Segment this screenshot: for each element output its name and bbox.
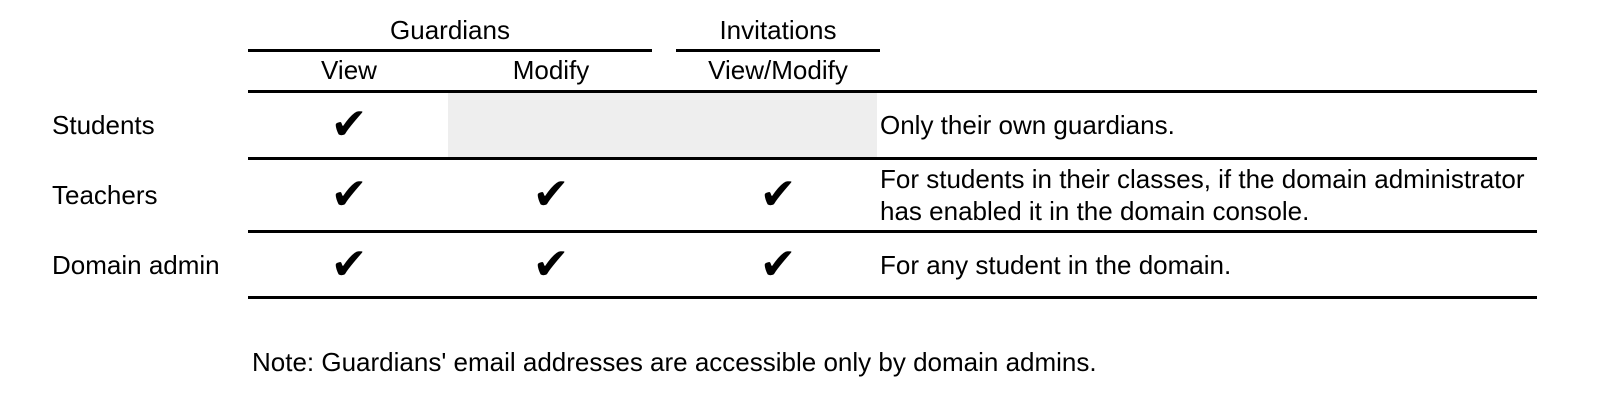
column-header-view-modify: View/Modify <box>708 55 848 85</box>
shaded-cell-students-modify-invitations <box>448 93 877 157</box>
row-label-students: Students <box>52 110 155 140</box>
column-header-modify: Modify <box>512 55 590 85</box>
row-note-students: Only their own guardians. <box>880 110 1175 140</box>
check-icon: ✔ <box>330 238 368 290</box>
row-label-teachers: Teachers <box>52 180 158 210</box>
check-cell-teachers-invitations-view-modify: ✔ <box>676 160 880 230</box>
check-cell-domain-admin-invitations-view-modify: ✔ <box>676 233 880 296</box>
column-header-view: View <box>321 55 377 85</box>
check-cell-teachers-guardians-view: ✔ <box>248 160 450 230</box>
row-note-domain-admin: For any student in the domain. <box>880 249 1232 280</box>
check-icon: ✔ <box>532 169 570 220</box>
check-cell-domain-admin-guardians-view: ✔ <box>248 233 450 296</box>
table-bottom-rule <box>248 296 1537 299</box>
footnote: Note: Guardians' email addresses are acc… <box>252 347 1097 377</box>
check-cell-domain-admin-guardians-modify: ✔ <box>450 233 652 296</box>
check-cell-students-guardians-view: ✔ <box>248 93 450 157</box>
invitations-group-underline <box>676 49 880 52</box>
guardians-group-underline <box>248 49 652 52</box>
row-note-teachers: For students in their classes, if the do… <box>880 164 1525 226</box>
column-group-invitations: Invitations <box>719 15 837 45</box>
check-cell-teachers-guardians-modify: ✔ <box>450 160 652 230</box>
check-icon: ✔ <box>759 238 797 290</box>
row-label-domain-admin: Domain admin <box>52 249 220 280</box>
check-icon: ✔ <box>330 99 368 150</box>
row-divider-students-teachers <box>248 157 1537 160</box>
row-divider-teachers-domain-admin <box>248 230 1537 233</box>
column-group-guardians: Guardians <box>390 15 510 45</box>
check-icon: ✔ <box>330 169 368 220</box>
check-icon: ✔ <box>759 169 797 220</box>
header-bottom-rule <box>248 90 1537 93</box>
check-icon: ✔ <box>532 238 570 290</box>
